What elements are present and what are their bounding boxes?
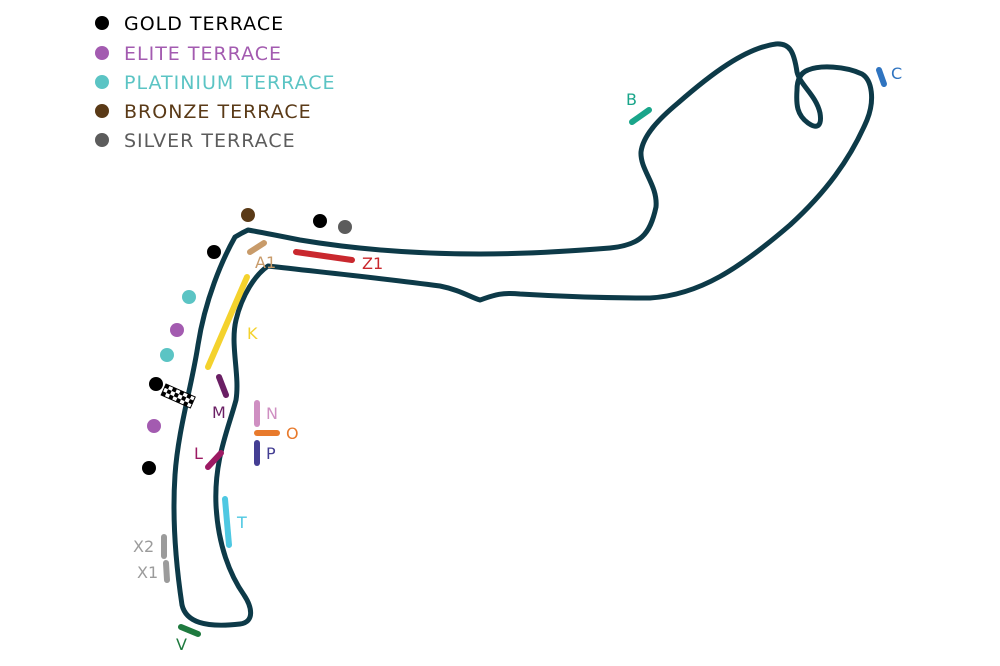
- grandstand-p-label: P: [266, 444, 276, 463]
- legend-item-gold: GOLD TERRACE: [95, 13, 284, 35]
- legend-marker-elite: [95, 46, 109, 60]
- legend-marker-bronze: [95, 104, 109, 118]
- grandstand-n-label: N: [266, 404, 278, 423]
- grandstand-t-label: T: [236, 513, 247, 532]
- grandstand-v-bar[interactable]: [178, 624, 201, 637]
- grandstand-x1[interactable]: X1: [137, 560, 170, 583]
- terrace-marker-gold[interactable]: [207, 245, 221, 259]
- grandstand-t[interactable]: T: [222, 496, 247, 548]
- grandstand-x2-label: X2: [133, 537, 154, 556]
- grandstand-k[interactable]: K: [205, 274, 258, 370]
- grandstand-k-label: K: [247, 324, 258, 343]
- legend-label-bronze: BRONZE TERRACE: [124, 101, 312, 123]
- legend-marker-silver: [95, 133, 109, 147]
- legend-marker-platinium: [95, 75, 109, 89]
- grandstand-m[interactable]: M: [212, 374, 229, 422]
- legend-marker-gold: [95, 16, 109, 30]
- legend-label-silver: SILVER TERRACE: [124, 130, 296, 152]
- legend-label-gold: GOLD TERRACE: [124, 13, 284, 35]
- legend: GOLD TERRACE ELITE TERRACE PLATINIUM TER…: [95, 13, 336, 152]
- terrace-marker-gold[interactable]: [313, 214, 327, 228]
- grandstand-c-bar[interactable]: [876, 67, 887, 87]
- grandstand-n[interactable]: N: [254, 400, 278, 427]
- terrace-marker-gold[interactable]: [149, 377, 163, 391]
- grandstand-b-label: B: [626, 90, 637, 109]
- grandstand-v-label: V: [176, 635, 187, 654]
- terrace-marker-elite[interactable]: [170, 323, 184, 337]
- checkered-flag-icon: [160, 383, 196, 409]
- grandstand-m-bar[interactable]: [216, 374, 229, 398]
- terrace-marker-silver[interactable]: [338, 220, 352, 234]
- grandstand-a1[interactable]: A1: [247, 240, 276, 272]
- legend-item-platinium: PLATINIUM TERRACE: [95, 72, 336, 94]
- grandstand-c[interactable]: C: [876, 64, 902, 87]
- grandstand-o-label: O: [286, 424, 299, 443]
- grandstand-x1-label: X1: [137, 563, 158, 582]
- grandstand-a1-label: A1: [255, 253, 276, 272]
- grandstand-v[interactable]: V: [176, 624, 201, 654]
- terrace-marker-platinium[interactable]: [160, 348, 174, 362]
- terrace-marker-gold[interactable]: [142, 461, 156, 475]
- track-outline: [171, 41, 875, 628]
- grandstand-a1-bar[interactable]: [247, 240, 267, 255]
- grandstand-x2[interactable]: X2: [133, 534, 167, 559]
- grandstand-p[interactable]: P: [254, 440, 276, 466]
- grandstand-l-bar[interactable]: [205, 450, 224, 470]
- grandstand-b-bar[interactable]: [629, 107, 652, 125]
- legend-label-platinium: PLATINIUM TERRACE: [124, 72, 336, 94]
- grandstand-z1-bar[interactable]: [293, 249, 355, 263]
- legend-item-silver: SILVER TERRACE: [95, 130, 296, 152]
- grandstand-c-label: C: [891, 64, 902, 83]
- legend-label-elite: ELITE TERRACE: [124, 43, 282, 65]
- grandstand-z1-label: Z1: [362, 254, 383, 273]
- legend-item-bronze: BRONZE TERRACE: [95, 101, 312, 123]
- grandstand-t-bar[interactable]: [222, 496, 232, 548]
- grandstand-l-label: L: [194, 444, 203, 463]
- grandstand-k-bar[interactable]: [205, 274, 250, 370]
- terrace-marker-elite[interactable]: [147, 419, 161, 433]
- terrace-marker-platinium[interactable]: [182, 290, 196, 304]
- grandstand-l[interactable]: L: [194, 444, 224, 470]
- legend-item-elite: ELITE TERRACE: [95, 43, 282, 65]
- grandstand-z1[interactable]: Z1: [293, 249, 383, 273]
- grandstand-m-label: M: [212, 403, 226, 422]
- grandstand-o[interactable]: O: [254, 424, 299, 443]
- terrace-marker-bronze[interactable]: [241, 208, 255, 222]
- grandstand-x1-bar[interactable]: [163, 560, 170, 583]
- grandstand-b[interactable]: B: [626, 90, 652, 125]
- terraces: [142, 208, 352, 475]
- grandstands: B C A1 Z1 K M N O: [133, 64, 902, 654]
